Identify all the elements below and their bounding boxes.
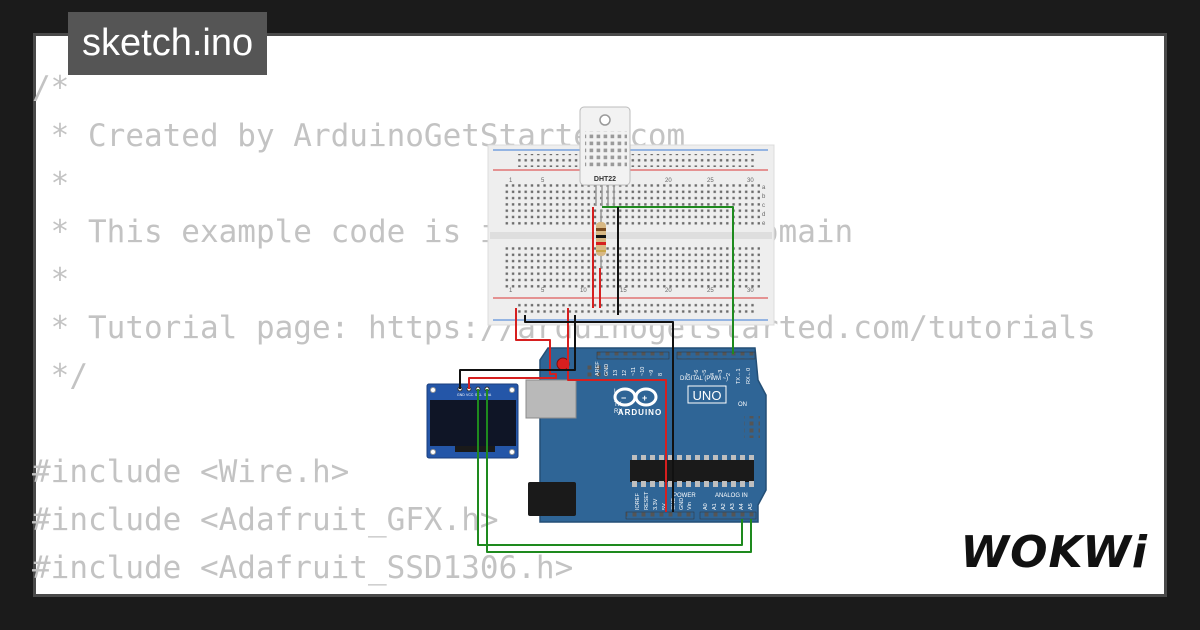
digital-header-left — [596, 351, 670, 360]
wire-gnd-long-black — [524, 315, 674, 512]
wire-sda-green — [486, 389, 752, 553]
sensor-label: DHT22 — [594, 176, 616, 183]
board-brand: ARDUINO — [618, 408, 662, 417]
sensor-vent-grid — [585, 131, 627, 169]
atmega-chip — [630, 460, 754, 482]
oled-screen — [430, 400, 516, 446]
pin-label: ~6 — [694, 370, 700, 376]
pin-label: ~5 — [702, 370, 708, 376]
pin-label: GND — [604, 364, 610, 376]
code-line: * — [32, 262, 70, 298]
board-model: UNO — [693, 388, 722, 403]
pullup-resistor[interactable] — [596, 210, 606, 268]
dht22-sensor[interactable]: DHT22 — [579, 106, 631, 206]
power-header — [625, 511, 695, 520]
column-number: 20 — [665, 178, 672, 184]
column-number: 25 — [707, 288, 714, 294]
led-l-label: L — [614, 389, 618, 395]
icsp-header-2 — [744, 416, 760, 438]
file-tab[interactable]: sketch.ino — [68, 12, 268, 75]
pin-label: ~9 — [649, 370, 655, 376]
pin-label: IOREF — [635, 493, 641, 510]
wokwi-logo: WOKWi — [960, 527, 1148, 578]
pin-label: A4 — [739, 503, 745, 510]
svg-text:−: − — [621, 393, 626, 403]
analog-header-label: ANALOG IN — [715, 493, 748, 499]
pin-label: ~11 — [631, 367, 637, 376]
row-letter: d — [762, 212, 765, 218]
pin-label: ~3 — [718, 370, 724, 376]
column-number: 5 — [541, 288, 545, 294]
wire-oled-vcc-red — [468, 308, 557, 389]
pin-label: RESET — [644, 491, 650, 510]
pin-label: VCC — [466, 393, 474, 397]
code-line: #include <Adafruit_SSD1306.h> — [32, 550, 574, 586]
terminal-strip-bottom — [504, 244, 760, 288]
power-rail-bottom — [515, 303, 755, 316]
wire-oled-gnd-black — [459, 315, 576, 389]
pin-label: GND — [457, 393, 465, 397]
pin-label: TX→1 — [736, 368, 742, 384]
pin-label: 4 — [710, 373, 716, 376]
pin-label: A3 — [730, 503, 736, 510]
usb-port — [525, 379, 577, 419]
code-line: #include <Adafruit_GFX.h> — [32, 502, 499, 538]
wires — [459, 206, 752, 553]
digital-header-label: DIGITAL (PWM ~) — [680, 376, 728, 382]
wire-5v-red — [567, 308, 667, 512]
row-letter: a — [762, 185, 766, 191]
wire-data-green — [602, 206, 734, 354]
pin-label: ~10 — [640, 367, 646, 376]
power-rail-top — [515, 154, 755, 167]
power-header-label: POWER — [673, 493, 696, 499]
oled-display[interactable]: GND VCC SCL SDA — [426, 383, 519, 459]
row-letter: e — [762, 221, 766, 227]
pin-label: 3.3V — [653, 498, 659, 510]
row-letter: b — [762, 194, 766, 200]
led-rx-label: RX — [614, 409, 622, 415]
column-number: 10 — [580, 288, 587, 294]
pin-label: 13 — [613, 370, 619, 376]
row-letter: c — [762, 203, 765, 209]
pin-label: AREF — [595, 361, 601, 376]
column-number: 25 — [707, 178, 714, 184]
pin-label: 8 — [658, 373, 664, 376]
column-number: 15 — [620, 288, 627, 294]
digital-header-right — [676, 351, 756, 360]
icsp-header — [585, 364, 607, 378]
code-line: /* — [32, 70, 70, 106]
code-line: #include <Wire.h> — [32, 454, 350, 490]
arduino-uno[interactable]: − + ARDUINO UNO DIGITAL (PWM ~) POWER AN… — [525, 347, 767, 523]
pin-label: A0 — [703, 503, 709, 510]
column-number: 30 — [747, 288, 754, 294]
pin-label: RX←0 — [746, 368, 752, 384]
mount-hole-icon — [599, 114, 611, 126]
led-tx-label: TX — [614, 402, 622, 408]
pin-label: GND — [679, 498, 685, 510]
code-line: */ — [32, 358, 88, 394]
column-number: 5 — [541, 178, 545, 184]
code-line: * — [32, 166, 70, 202]
pin-label: 2 — [726, 373, 732, 376]
arduino-logo-icon — [613, 387, 658, 407]
analog-header — [699, 511, 757, 520]
led-on-label: ON — [738, 402, 747, 408]
pin-label: 12 — [622, 370, 628, 376]
pin-label: A1 — [712, 503, 718, 510]
pin-label: A5 — [748, 503, 754, 510]
column-number: 30 — [747, 178, 754, 184]
column-number: 20 — [665, 288, 672, 294]
breadboard: 1 5 10 15 20 25 30 1 5 10 15 20 25 30 a … — [487, 144, 775, 326]
power-jack — [528, 482, 576, 516]
svg-text:+: + — [642, 393, 647, 403]
column-number: 1 — [509, 178, 513, 184]
pin-label: 7 — [686, 373, 692, 376]
wire-scl-green — [477, 389, 743, 546]
pin-label: Vin — [687, 502, 693, 510]
column-number: 1 — [509, 288, 513, 294]
pin-label: A2 — [721, 503, 727, 510]
